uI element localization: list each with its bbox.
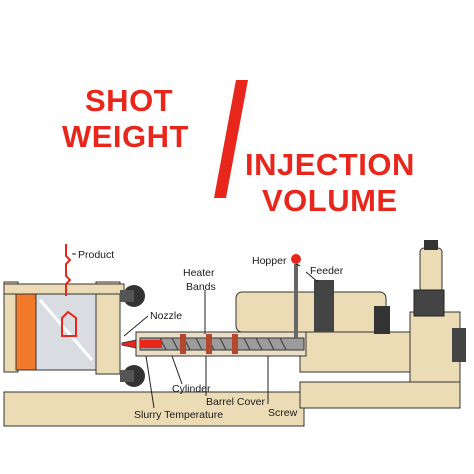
gearbox bbox=[413, 289, 445, 317]
machine-base bbox=[3, 391, 305, 427]
label-hopper: Hopper bbox=[252, 255, 287, 267]
title-volume: VOLUME bbox=[262, 183, 398, 218]
label-bands: Bands bbox=[186, 281, 216, 293]
injection-housing bbox=[235, 291, 387, 333]
label-heater: Heater bbox=[183, 267, 215, 279]
leader-lines bbox=[72, 253, 319, 409]
injection-machine-diagram: Product Heater Bands Hopper Feeder Nozzl… bbox=[3, 240, 466, 427]
tie-bar-nut-bottom bbox=[120, 370, 134, 382]
feeder-housing bbox=[314, 280, 334, 332]
melt-zone bbox=[140, 340, 162, 348]
product-shape bbox=[65, 244, 72, 296]
motor-vertical bbox=[419, 247, 443, 293]
title-injection: INJECTION bbox=[245, 147, 415, 182]
hopper-icon bbox=[291, 254, 301, 264]
label-screw: Screw bbox=[268, 407, 298, 419]
ram-end bbox=[452, 328, 466, 362]
hydraulic-cylinder bbox=[299, 331, 411, 373]
label-slurry-temperature: Slurry Temperature bbox=[134, 409, 223, 421]
title-shot: SHOT bbox=[85, 83, 174, 118]
tie-bar-nut-top bbox=[120, 290, 134, 302]
label-cylinder: Cylinder bbox=[172, 383, 211, 395]
tie-bar-top bbox=[3, 283, 125, 295]
feeder-tube bbox=[294, 264, 298, 338]
carriage-block bbox=[374, 306, 390, 334]
motor-top bbox=[424, 240, 438, 250]
heater-bands bbox=[180, 334, 238, 354]
nozzle bbox=[121, 339, 137, 349]
label-feeder: Feeder bbox=[310, 265, 344, 277]
mold-plate bbox=[15, 283, 37, 371]
label-product: Product bbox=[78, 249, 114, 261]
glass-reflection bbox=[38, 299, 94, 361]
label-nozzle: Nozzle bbox=[150, 310, 182, 322]
base-right bbox=[299, 381, 461, 409]
title-weight: WEIGHT bbox=[62, 119, 189, 154]
label-barrel-cover: Barrel Cover bbox=[206, 396, 265, 408]
product-part bbox=[61, 310, 77, 337]
slash-divider bbox=[214, 80, 248, 198]
clamp-platen-right bbox=[95, 281, 121, 375]
